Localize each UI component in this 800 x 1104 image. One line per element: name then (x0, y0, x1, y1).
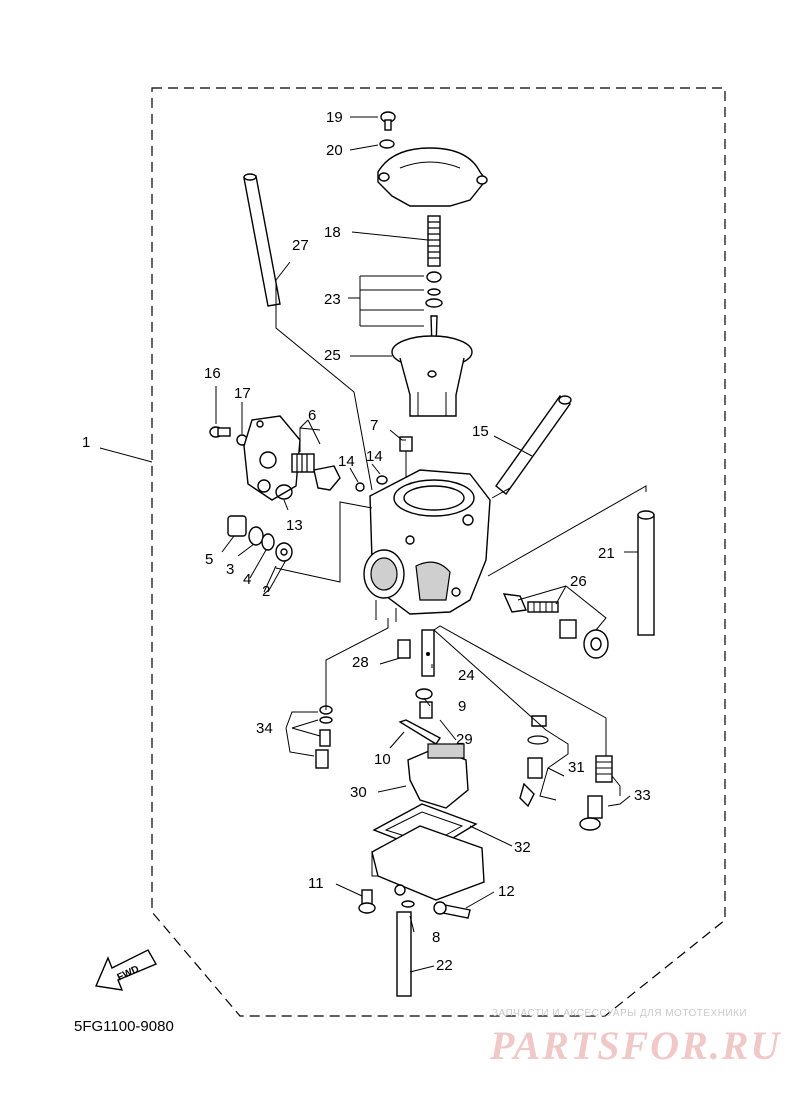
part-33-screw (579, 755, 613, 831)
part-13-o-ring (275, 484, 293, 500)
part-6-pump-spring (291, 453, 341, 491)
pump-cover (243, 415, 301, 501)
callout-33: 33 (634, 787, 651, 804)
callout-27: 27 (292, 237, 309, 254)
part-22-hose (396, 911, 412, 997)
part-34-screw-set (315, 705, 333, 769)
part-5-pipe (227, 515, 247, 537)
part-20-washer (379, 139, 395, 149)
watermark-subtitle: ЗАПЧАСТИ И АКСЕССУАРЫ ДЛЯ МОТОТЕХНИКИ (492, 1008, 748, 1019)
callout-25: 25 (324, 347, 341, 364)
part-11-screw (358, 889, 376, 914)
part-8-clip (401, 900, 415, 908)
callout-14: 14 (338, 453, 355, 470)
carburetor-body (363, 469, 491, 622)
callout-2: 2 (262, 583, 270, 600)
part-16-screw (209, 426, 231, 438)
callout-34: 34 (256, 720, 273, 737)
callout-labels: 1 2 3 4 5 6 7 8 9 10 11 12 13 14 14 15 1… (82, 109, 651, 983)
leader-lines (99, 116, 647, 973)
part-29-main-jet (419, 701, 433, 719)
callout-19: 19 (326, 109, 343, 126)
part-9-washer (415, 688, 433, 700)
callout-8: 8 (432, 929, 440, 946)
float-chamber (371, 825, 485, 901)
part-30-float (407, 743, 469, 809)
assembly-boundary (151, 87, 726, 1017)
part-2-jet (275, 542, 293, 562)
part-25-diaphragm (391, 335, 473, 417)
callout-32: 32 (514, 839, 531, 856)
callout-1: 1 (82, 434, 90, 451)
callout-14b: 14 (366, 448, 383, 465)
callout-22: 22 (436, 957, 453, 974)
part-4-ring (261, 533, 275, 551)
callout-28: 28 (352, 654, 369, 671)
callout-20: 20 (326, 142, 343, 159)
callout-23: 23 (324, 291, 341, 308)
callout-13: 13 (286, 517, 303, 534)
callout-11: 11 (308, 875, 324, 892)
part-28-jet (397, 639, 411, 659)
part-24-needle-jet (421, 629, 435, 677)
callout-18: 18 (324, 224, 341, 241)
part-18-spring (427, 215, 441, 267)
callout-5: 5 (205, 551, 213, 568)
callout-12: 12 (498, 883, 515, 900)
fwd-arrow-icon (95, 949, 157, 991)
callout-17: 17 (234, 385, 251, 402)
part-14-o-ring (355, 482, 365, 492)
diagram-part-code: 5FG1100-9080 (74, 1018, 174, 1035)
part-15-tube (495, 394, 572, 496)
part-31-float-valve (519, 715, 549, 808)
callout-30: 30 (350, 784, 367, 801)
callout-6: 6 (308, 407, 316, 424)
callout-24: 24 (458, 667, 475, 684)
callout-4: 4 (243, 571, 251, 588)
part-14-o-ring-2 (376, 475, 388, 485)
part-19-screw (380, 111, 396, 131)
part-26-pilot-screw-set (502, 593, 609, 659)
part-12-drain-screw (433, 901, 471, 919)
callout-7: 7 (370, 417, 378, 434)
part-21-tube (637, 510, 655, 636)
callout-15: 15 (472, 423, 489, 440)
callout-9: 9 (458, 698, 466, 715)
part-3-ring (248, 526, 264, 546)
callout-29: 29 (456, 731, 473, 748)
callout-10: 10 (374, 751, 391, 768)
callout-26: 26 (570, 573, 587, 590)
callout-31: 31 (568, 759, 585, 776)
part-27-tube (243, 173, 281, 307)
part-10-float-pin (398, 719, 442, 745)
callout-16: 16 (204, 365, 221, 382)
callout-3: 3 (226, 561, 234, 578)
watermark-logo: PARTSFOR.RU (490, 1023, 782, 1068)
callout-21: 21 (598, 545, 615, 562)
top-cover (377, 147, 488, 207)
